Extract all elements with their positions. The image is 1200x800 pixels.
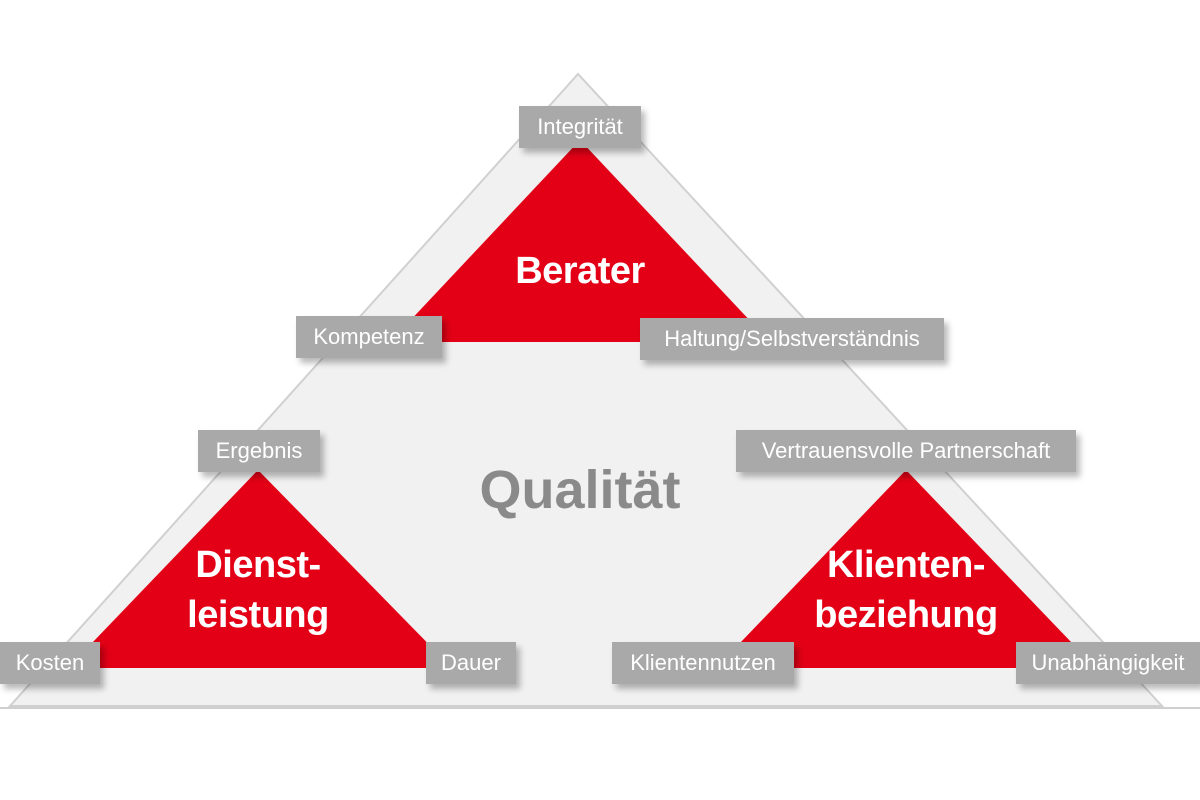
- berater-title-text: Berater: [515, 250, 645, 292]
- dienstleistung-triangle: [68, 470, 452, 668]
- klientenbeziehung-title-line1: Klienten-: [826, 544, 986, 586]
- tag-ergebnis: Ergebnis: [198, 430, 320, 472]
- klientenbeziehung-triangle: [716, 470, 1096, 668]
- tag-dauer: Dauer: [426, 642, 516, 684]
- klientenbeziehung-title: Klienten- beziehung: [796, 540, 1016, 640]
- dienstleistung-title: Dienst- leistung: [158, 540, 358, 640]
- dienstleistung-title-line1: Dienst-: [195, 544, 321, 586]
- tag-integritaet: Integrität: [519, 106, 641, 148]
- tag-kosten: Kosten: [0, 642, 100, 684]
- tag-unabhaengigkeit: Unabhängigkeit: [1016, 642, 1200, 684]
- berater-title: Berater: [480, 246, 680, 296]
- dienstleistung-title-line2: leistung: [187, 594, 329, 636]
- tag-kompetenz: Kompetenz: [296, 316, 442, 358]
- berater-triangle: [390, 140, 770, 342]
- tag-haltung: Haltung/Selbstverständnis: [640, 318, 944, 360]
- klientenbeziehung-title-line2: beziehung: [814, 594, 998, 636]
- tag-vertrauen: Vertrauensvolle Partnerschaft: [736, 430, 1076, 472]
- center-quality-label: Qualität: [479, 460, 681, 520]
- tag-klientennutzen: Klientennutzen: [612, 642, 794, 684]
